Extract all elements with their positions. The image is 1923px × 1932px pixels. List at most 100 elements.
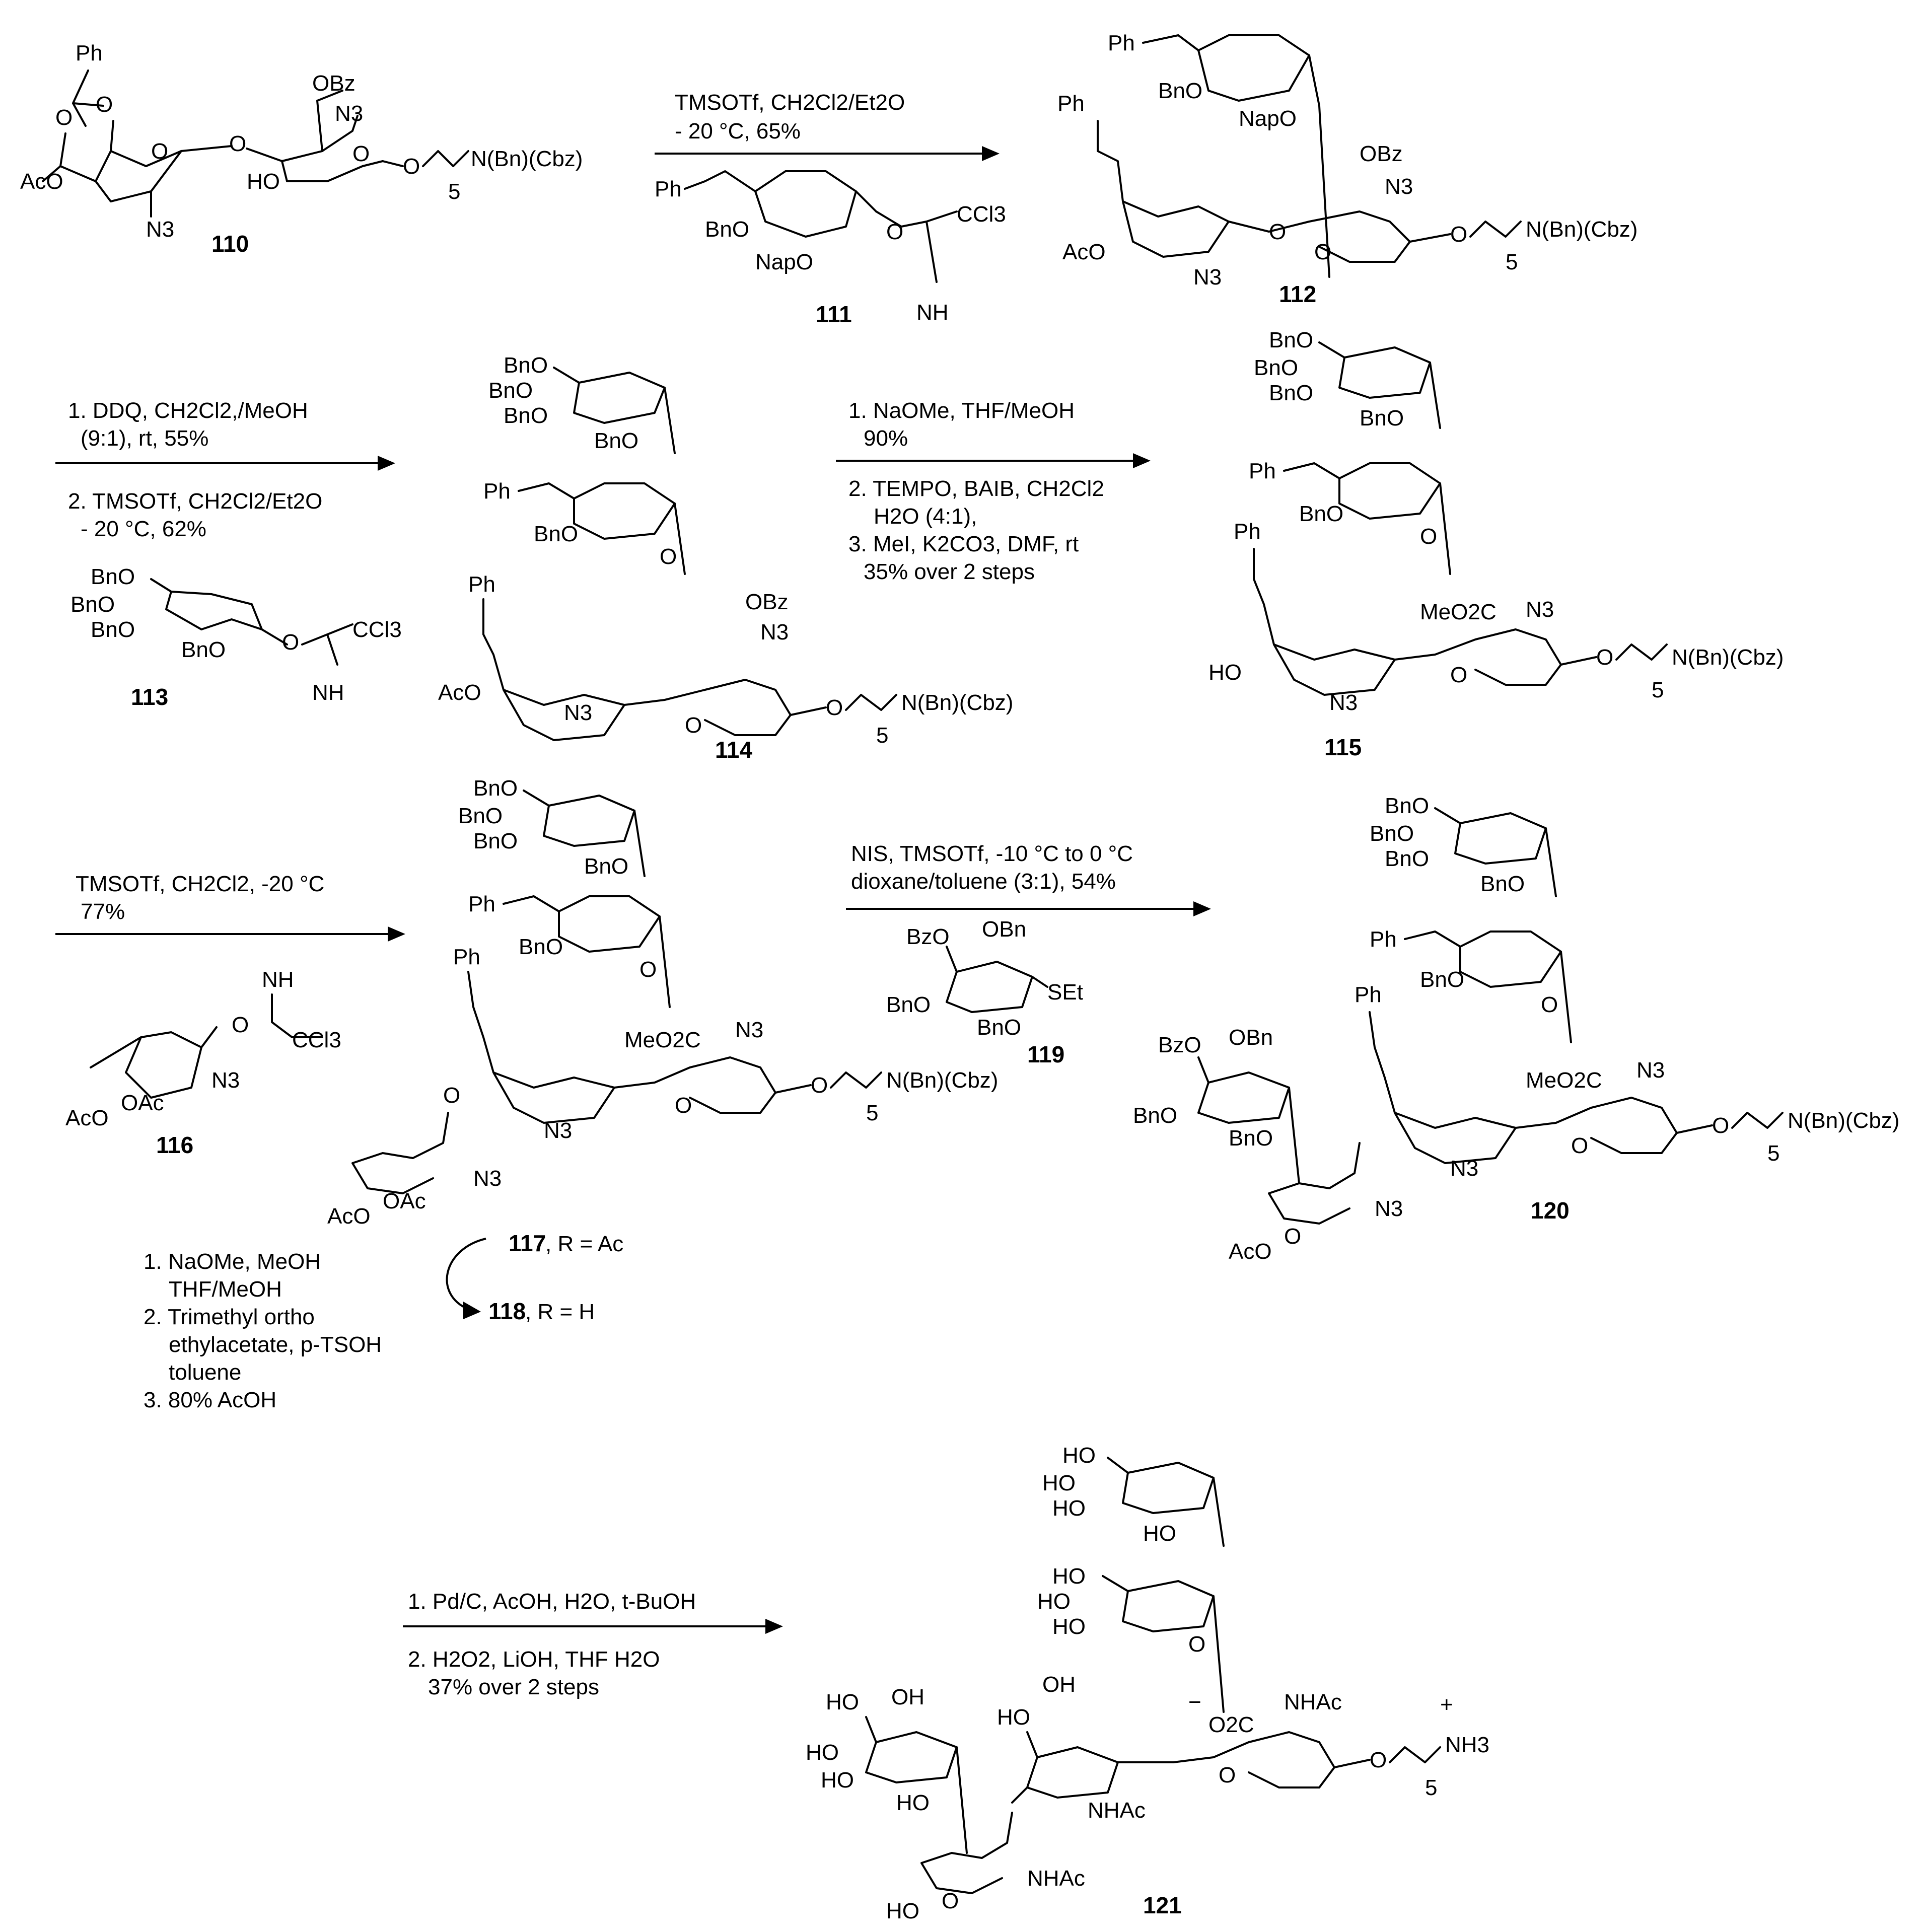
o-label: O [55,105,73,130]
condition-text: 3. 80% AcOH [144,1388,276,1412]
bno-label: BnO [977,1015,1021,1040]
bno-label: BnO [584,854,628,879]
o-label: O [1450,663,1467,687]
condition-text: 1. NaOMe, MeOH [144,1249,321,1274]
bno-label: BnO [1269,381,1313,405]
deprotection-117-118: 118 , R = H 1. NaOMe, MeOH THF/MeOH 2. T… [144,1238,595,1412]
bno-label: BnO [1299,502,1343,526]
ho-label: HO [806,1740,839,1765]
bno-label: BnO [1269,328,1313,352]
nh-label: NH [262,967,294,992]
o-label: O [811,1073,828,1098]
meo2c-label: MeO2C [1526,1068,1602,1093]
compound-114: BnO BnO BnO BnO Ph BnO O Ph AcO N3 OBz N… [438,353,1013,763]
o-label: O [1450,222,1467,247]
bno-label: BnO [1385,846,1429,871]
n3-label: N3 [1636,1058,1665,1083]
condition-text: (9:1), rt, 55% [81,426,208,451]
plus-charge: + [1440,1692,1453,1717]
linker-label: N(Bn)(Cbz) [1788,1108,1899,1133]
ph-label: Ph [655,177,682,201]
compound-115: BnO BnO BnO BnO Ph BnO O Ph HO N3 MeO2C … [1208,328,1784,760]
ph-label: Ph [1057,91,1085,116]
ph-label: Ph [1370,927,1397,952]
bzo-label: BzO [906,924,950,949]
ccl3-label: CCl3 [352,617,402,642]
compound-number: 114 [715,737,753,763]
o-label: O [1370,1748,1387,1772]
ccl3-label: CCl3 [957,202,1006,227]
condition-text: TMSOTf, CH2Cl2/Et2O [675,90,905,115]
ph-label: Ph [468,572,495,597]
oac-label: OAc [121,1091,164,1115]
sub5: 5 [866,1101,878,1125]
ph-label: Ph [468,892,495,916]
bno-label: BnO [1480,872,1525,896]
compound-number: 115 [1324,734,1362,760]
o-label: O [886,220,903,244]
meo2c-label: MeO2C [1420,600,1497,624]
ph-label: Ph [76,41,103,65]
bno-label: BnO [705,217,749,242]
bno-label: BnO [91,617,135,642]
condition-text: TMSOTf, CH2Cl2, -20 °C [76,872,324,896]
bno-label: BnO [91,564,135,589]
reaction-arrow-step1: TMSOTf, CH2Cl2/Et2O - 20 °C, 65% [655,90,1000,161]
ho-label: HO [896,1791,930,1815]
linker-label: N(Bn)(Cbz) [1672,645,1784,670]
compound-113: BnO BnO BnO BnO O CCl3 NH 113 [70,564,402,710]
sub5: 5 [1767,1141,1779,1166]
condition-text: 2. Trimethyl ortho [144,1305,315,1329]
aco-label: AcO [1229,1239,1272,1264]
bno-label: BnO [534,522,578,546]
linker-label: N(Bn)(Cbz) [886,1068,998,1093]
ho-label: HO [886,1899,919,1923]
bno-label: BnO [504,353,548,378]
ccl3-label: CCl3 [292,1028,341,1052]
o-label: O [1314,240,1331,264]
n3-label: N3 [1375,1196,1403,1221]
ho-label: HO [247,169,280,194]
ho-label: HO [1143,1521,1176,1546]
sub5: 5 [876,723,888,748]
sub5: 5 [448,179,460,204]
condition-text: dioxane/toluene (3:1), 54% [851,869,1116,894]
obz-label: OBz [312,71,355,96]
o-label: O [685,713,702,738]
set-label: SEt [1047,980,1083,1005]
bno-label: BnO [1133,1103,1177,1128]
o-label: O [1420,524,1437,549]
n3-label: N3 [1193,265,1222,290]
reaction-arrow-step2: 1. DDQ, CH2Cl2,/MeOH (9:1), rt, 55% 2. T… [55,398,395,541]
nhac-label: NHAc [1088,1798,1146,1823]
bno-label: BnO [1360,406,1404,431]
nhac-label: NHAc [1284,1690,1342,1714]
bno-label: BnO [1370,821,1414,846]
condition-text: 3. MeI, K2CO3, DMF, rt [848,532,1079,556]
condition-text: H2O (4:1), [874,504,977,529]
condition-text: 1. DDQ, CH2Cl2,/MeOH [68,398,308,423]
compound-number: 116 [156,1132,193,1158]
condition-text: - 20 °C, 65% [675,119,801,144]
o-label: O [675,1093,692,1118]
ho-label: HO [821,1768,854,1793]
compound-number: 120 [1531,1197,1570,1224]
sub5: 5 [1652,678,1664,702]
nhac-label: NHAc [1027,1866,1085,1891]
bno-label: BnO [1158,79,1202,103]
reaction-arrow-step7: 1. Pd/C, AcOH, H2O, t-BuOH 2. H2O2, LiOH… [403,1589,783,1699]
o-label: O [1188,1632,1205,1657]
o-label: O [942,1889,959,1913]
ho-label: HO [826,1690,859,1714]
bno-label: BnO [1385,794,1429,818]
bzo-label: BzO [1158,1033,1201,1057]
condition-text: 2. TMSOTf, CH2Cl2/Et2O [68,489,322,514]
o-label: O [282,630,299,655]
condition-text: 2. TEMPO, BAIB, CH2Cl2 [848,476,1104,501]
o-label: O [352,141,370,166]
bno-label: BnO [1229,1126,1273,1151]
ph-label: Ph [1108,31,1135,55]
compound-number: 113 [131,684,168,710]
compound-111: Ph BnO NapO O CCl3 NH 111 [655,170,1006,327]
